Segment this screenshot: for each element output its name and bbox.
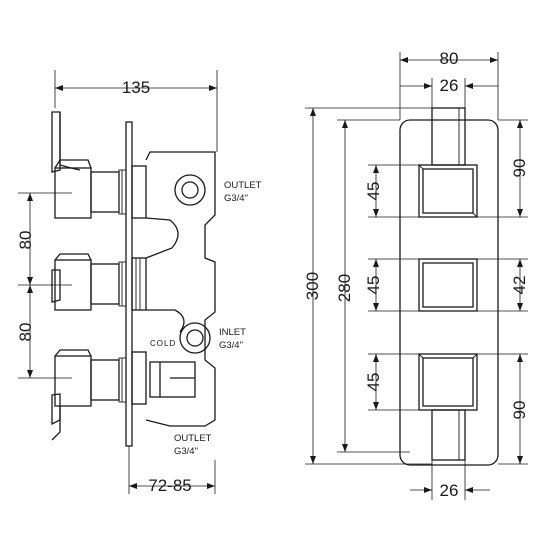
dim-handle-width-bottom: 26 bbox=[410, 460, 490, 500]
side-handle-top bbox=[54, 159, 127, 219]
port-inlet-label: INLET bbox=[219, 327, 246, 338]
side-handle-middle bbox=[54, 253, 127, 311]
cold-marker: COLD bbox=[150, 339, 176, 348]
dim-handle-width-bottom-value: 26 bbox=[440, 481, 459, 500]
dim-handle-width-top-value: 26 bbox=[440, 76, 459, 95]
front-lever-bottom bbox=[431, 409, 466, 461]
dim-right-offsets: 90 42 90 bbox=[477, 119, 529, 465]
dim-handle-width-top: 26 bbox=[400, 76, 498, 110]
dim-middle-offset-value: 42 bbox=[510, 276, 529, 295]
port-outlet-top-fitting bbox=[174, 174, 206, 206]
port-outlet-bottom-label: OUTLET bbox=[174, 433, 212, 444]
dim-top-offset-value: 90 bbox=[510, 159, 529, 178]
dim-knob-top-value: 45 bbox=[364, 182, 383, 201]
dim-side-width-value: 135 bbox=[122, 78, 150, 97]
front-knob-middle bbox=[418, 258, 478, 312]
dim-knob-bottom-value: 45 bbox=[364, 373, 383, 392]
dim-side-width: 135 bbox=[54, 70, 218, 152]
front-lever-top bbox=[431, 107, 466, 166]
dim-side-spacing-lower-value: 80 bbox=[16, 323, 35, 342]
port-outlet-top-label: OUTLET bbox=[224, 180, 262, 191]
port-inlet-size: G3/4" bbox=[219, 340, 243, 351]
front-knob-bottom bbox=[418, 353, 478, 411]
side-handle-bottom bbox=[51, 349, 127, 441]
dim-side-depth-value: 72-85 bbox=[148, 476, 191, 495]
dim-side-spacing: 80 80 bbox=[16, 192, 72, 379]
port-outlet-top-size: G3/4" bbox=[224, 193, 248, 204]
dim-plate-width-value: 80 bbox=[440, 49, 459, 68]
dim-knob-middle-value: 45 bbox=[364, 276, 383, 295]
faceplate-edge bbox=[125, 121, 133, 447]
dim-side-spacing-upper-value: 80 bbox=[16, 231, 35, 250]
front-plate bbox=[399, 119, 499, 466]
side-view: 135 bbox=[16, 70, 262, 495]
dim-knob-heights: 45 45 45 bbox=[364, 164, 419, 411]
trim-lever bbox=[51, 111, 81, 426]
dim-plate-height: 300 bbox=[303, 107, 432, 465]
dim-inner-height: 280 bbox=[335, 119, 410, 453]
front-view: 80 26 bbox=[303, 49, 529, 500]
port-inlet-fitting bbox=[179, 322, 211, 354]
valve-body: COLD bbox=[131, 151, 216, 427]
front-knob-top bbox=[418, 164, 478, 218]
dim-side-depth: 72-85 bbox=[128, 446, 216, 495]
port-outlet-bottom-size: G3/4" bbox=[174, 446, 198, 457]
dim-plate-height-value: 300 bbox=[303, 272, 322, 300]
dim-bottom-offset-value: 90 bbox=[510, 401, 529, 420]
dim-inner-height-value: 280 bbox=[335, 274, 354, 302]
